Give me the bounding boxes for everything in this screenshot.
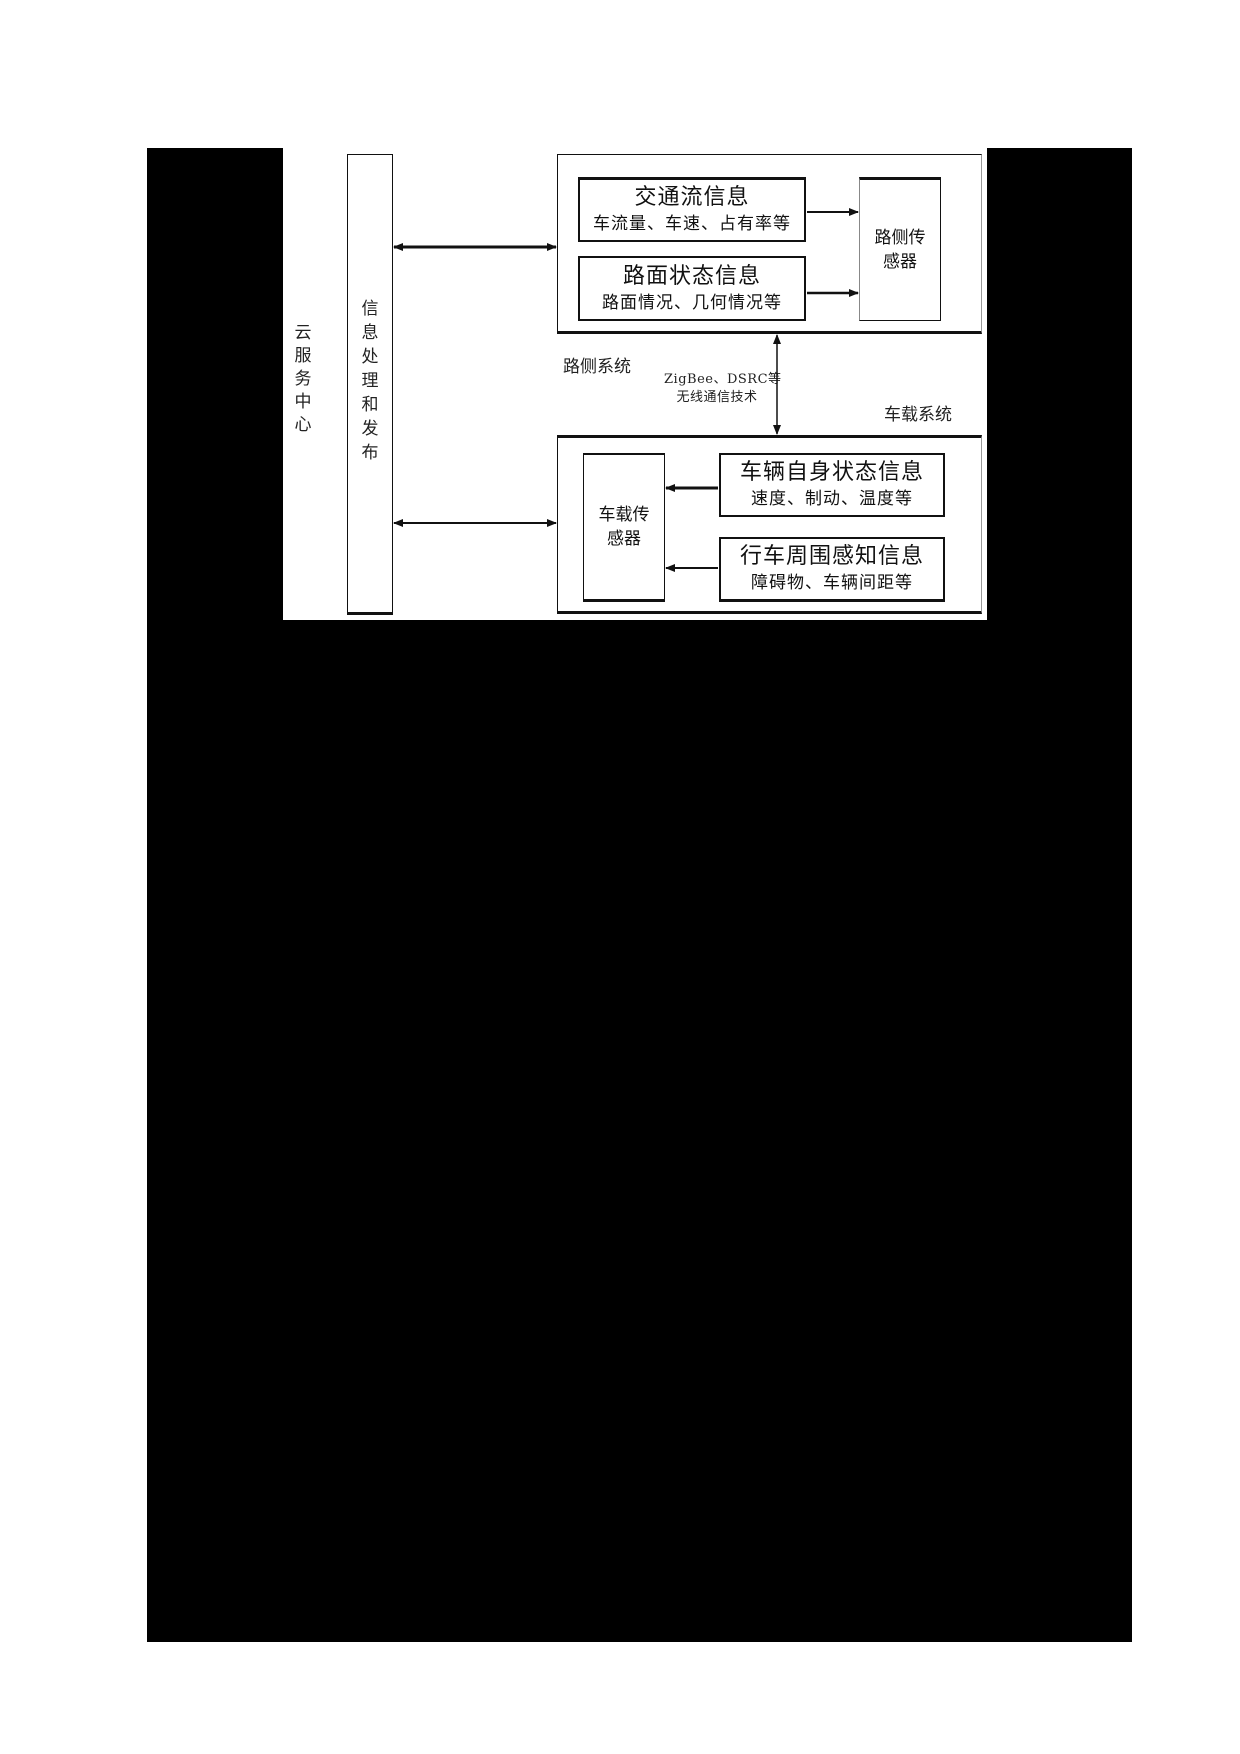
info-processing-label: 信 息 处 理 和 发 布 <box>359 297 381 465</box>
roadside-sensor-line1: 路侧传 <box>874 228 926 248</box>
vehicle-state-title: 车辆自身状态信息 <box>739 460 924 485</box>
surrounding-title: 行车周围感知信息 <box>739 544 924 569</box>
info-char: 信 <box>361 299 379 319</box>
surrounding-info-box: 行车周围感知信息 障碍物、车辆间距等 <box>719 537 945 602</box>
cloud-char: 云 <box>294 323 312 343</box>
vehicle-system-label: 车载系统 <box>884 405 952 425</box>
roadside-sensor-line2: 感器 <box>883 252 917 272</box>
cloud-char: 心 <box>294 415 312 435</box>
vehicle-state-subtitle: 速度、制动、温度等 <box>751 489 913 509</box>
road-state-subtitle: 路面情况、几何情况等 <box>602 292 782 313</box>
roadside-system-label: 路侧系统 <box>563 357 631 377</box>
cloud-char: 中 <box>294 392 312 412</box>
info-char: 布 <box>361 443 379 463</box>
traffic-flow-info-box: 交通流信息 车流量、车速、占有率等 <box>578 177 806 242</box>
cloud-char: 服 <box>294 346 312 366</box>
vehicle-sensor-line1: 车载传 <box>598 505 650 525</box>
communication-label-line1: ZigBee、DSRC等 <box>664 372 782 387</box>
traffic-flow-title: 交通流信息 <box>634 185 750 210</box>
info-char: 和 <box>361 395 379 415</box>
communication-label-line2: 无线通信技术 <box>676 390 758 405</box>
vehicle-sensor-line2: 感器 <box>607 529 641 549</box>
road-state-info-box: 路面状态信息 路面情况、几何情况等 <box>578 256 806 321</box>
vehicle-sensor-box: 车载传 感器 <box>583 453 665 602</box>
info-char: 发 <box>361 419 379 439</box>
cloud-char: 务 <box>294 369 312 389</box>
info-char: 息 <box>361 323 379 343</box>
roadside-sensor-box: 路侧传 感器 <box>859 177 941 321</box>
vehicle-state-info-box: 车辆自身状态信息 速度、制动、温度等 <box>719 453 945 517</box>
info-processing-box <box>347 154 393 615</box>
surrounding-subtitle: 障碍物、车辆间距等 <box>751 573 913 593</box>
cloud-center-label: 云 服 务 中 心 <box>292 322 314 437</box>
road-state-title: 路面状态信息 <box>622 263 761 289</box>
info-char: 理 <box>361 371 379 391</box>
info-char: 处 <box>361 347 379 367</box>
traffic-flow-subtitle: 车流量、车速、占有率等 <box>593 214 791 234</box>
